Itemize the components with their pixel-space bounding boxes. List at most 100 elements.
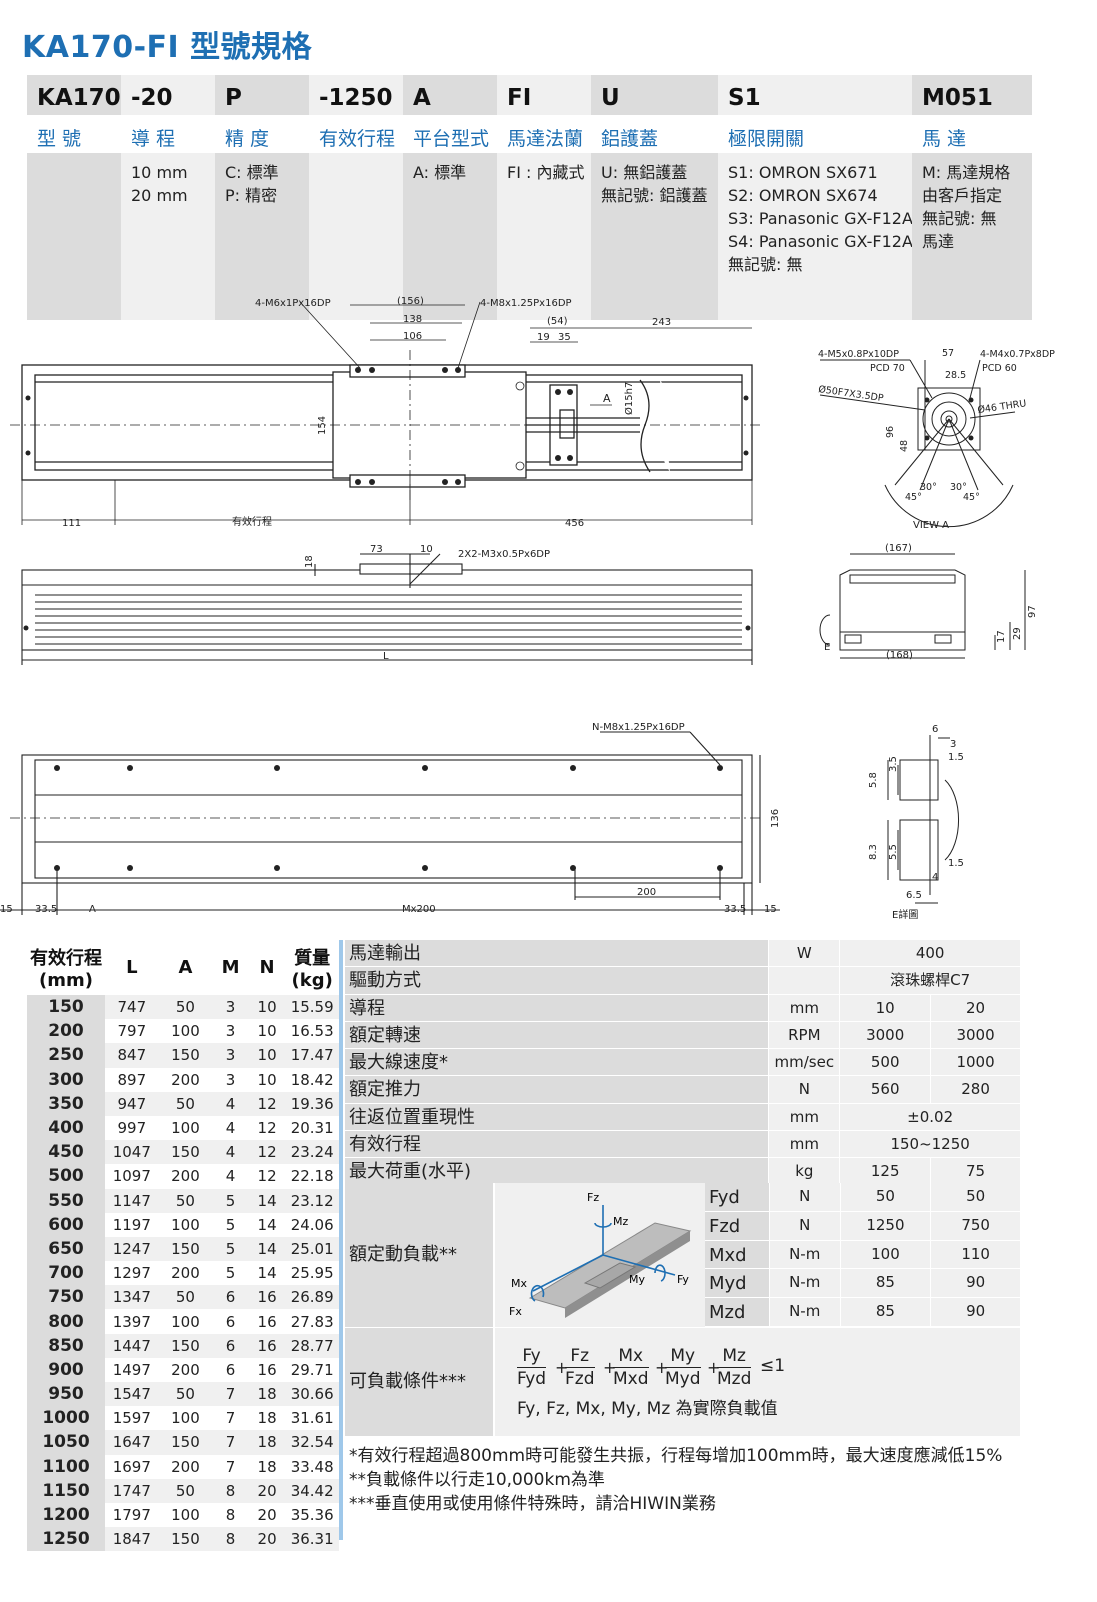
- load-row: Myd N-m 85 90: [705, 1269, 1021, 1299]
- table-cell: 4: [212, 1091, 249, 1116]
- spec-value: 110: [930, 1240, 1021, 1270]
- spec-value: 20: [930, 994, 1020, 1022]
- table-cell: 32.54: [285, 1430, 339, 1455]
- spec-value: 400: [839, 940, 1020, 968]
- dim-label: 106: [403, 331, 422, 342]
- table-cell: 200: [158, 1357, 213, 1382]
- table-cell: 1150: [27, 1478, 105, 1503]
- table-cell: 25.95: [285, 1261, 339, 1286]
- code-cell: M051: [912, 75, 1032, 115]
- table-cell: 12: [248, 1164, 286, 1189]
- bottom-view-drawing: N-M8x1.25Px16DP 136 200 15 33.5 A Mx200 …: [0, 722, 781, 915]
- code-label: 鋁護蓋: [601, 128, 659, 150]
- table-cell: 200: [158, 1454, 213, 1479]
- model-options-row: 10 mm 20 mm C: 標準 P: 精密 A: 標準 FI : 內藏式 U…: [27, 153, 1032, 320]
- table-cell: 28.77: [285, 1333, 339, 1358]
- table-cell: 1797: [105, 1502, 159, 1528]
- axis-label: Fz: [587, 1191, 599, 1204]
- table-cell: 16: [248, 1285, 286, 1310]
- code-label: 平台型式: [413, 128, 490, 150]
- table-cell: 10: [248, 1043, 286, 1068]
- table-cell: 7: [212, 1454, 249, 1479]
- table-cell: 100: [158, 1406, 213, 1431]
- table-cell: 550: [27, 1188, 105, 1213]
- spec-value: 280: [930, 1076, 1020, 1104]
- table-cell: 7: [212, 1382, 249, 1407]
- footnote: ***垂直使用或使用條件特殊時，請洽HIWIN業務: [349, 1494, 716, 1514]
- table-cell: 16: [248, 1357, 286, 1382]
- table-cell: 50: [158, 1285, 213, 1310]
- table-cell: 33.48: [285, 1454, 339, 1479]
- code-label: 導 程: [131, 128, 176, 150]
- dim-label: (167): [885, 543, 912, 554]
- spec-row: 導程 mm 10 20: [345, 994, 1020, 1022]
- table-cell: 1347: [105, 1285, 159, 1310]
- fraction: My Myd: [665, 1345, 701, 1390]
- table-cell: 31.61: [285, 1406, 339, 1431]
- spec-name: 最大荷重(水平): [345, 1158, 769, 1186]
- table-cell: 15.59: [285, 995, 339, 1020]
- detail-e-drawing: 6 3 1.5 5.8 3.5 8.3 5.5 1.5 4 6.5 E詳圖: [868, 724, 964, 921]
- table-cell: 8: [212, 1478, 249, 1503]
- model-code-table: KA170 -20 P -1250 A FI U S1 M051 型 號 導 程…: [27, 75, 1032, 320]
- table-cell: 3: [212, 1019, 249, 1044]
- table-cell: 5: [212, 1212, 249, 1237]
- table-cell: 50: [158, 1091, 213, 1116]
- dim-label: 4: [932, 872, 938, 883]
- table-cell: 950: [27, 1382, 105, 1407]
- option-text: C: 標準: [225, 163, 279, 182]
- axis-label: Fx: [509, 1305, 522, 1318]
- dim-label: 136: [770, 809, 781, 828]
- option-text: P: 精密: [225, 186, 278, 205]
- option-text: S3: Panasonic GX-F12A: [728, 209, 913, 228]
- table-cell: 947: [105, 1091, 159, 1116]
- option-text: 10 mm: [131, 163, 188, 182]
- dim-label: 154: [317, 416, 328, 435]
- option-text: 無記號: 鋁護蓋: [601, 186, 708, 205]
- table-cell: 5: [212, 1261, 249, 1286]
- dim-label: Ø50F7X3.5DP: [818, 384, 885, 404]
- spec-unit: N-m: [768, 1269, 840, 1299]
- spec-value: 50: [930, 1183, 1021, 1212]
- table-cell: 1547: [105, 1382, 159, 1407]
- table-cell: 26.89: [285, 1285, 339, 1310]
- option-text: S4: Panasonic GX-F12A-P: [728, 232, 928, 251]
- table-cell: 150: [158, 1140, 213, 1165]
- spec-unit: N: [768, 1183, 840, 1212]
- table-cell: 34.42: [285, 1478, 339, 1503]
- spec-row: 額定轉速 RPM 3000 3000: [345, 1021, 1020, 1050]
- table-cell: 200: [158, 1261, 213, 1286]
- spec-value: 100: [839, 1240, 931, 1270]
- dim-label: N-M8x1.25Px16DP: [592, 722, 685, 733]
- load-row: Fyd N 50 50: [705, 1183, 1021, 1212]
- dim-label: 4-M8x1.25Px16DP: [480, 298, 572, 309]
- dim-label: E: [824, 642, 830, 653]
- table-cell: 800: [27, 1309, 105, 1334]
- table-cell: 400: [27, 1115, 105, 1141]
- spec-row: 最大線速度* mm/sec 500 1000: [345, 1049, 1020, 1077]
- dim-label: 33.5: [724, 904, 746, 915]
- plus-sign: +: [555, 1358, 569, 1377]
- table-cell: 450: [27, 1140, 105, 1165]
- table-cell: 100: [158, 1309, 213, 1334]
- denominator: Fyd: [517, 1369, 547, 1389]
- spec-name: 馬達輸出: [345, 940, 769, 968]
- dim-label: 5.8: [868, 772, 879, 788]
- spec-name: 導程: [345, 994, 769, 1022]
- spec-name: 有效行程: [345, 1131, 769, 1159]
- spec-name: 往返位置重現性: [345, 1103, 769, 1132]
- table-cell: 12: [248, 1091, 286, 1116]
- table-cell: 1747: [105, 1478, 159, 1503]
- table-cell: 14: [248, 1212, 286, 1237]
- dim-label: 3.5: [888, 756, 899, 772]
- load-axes-diagram: Fz Mz Mx My Fy Fx: [509, 1191, 692, 1318]
- col-header-a: A: [158, 940, 213, 995]
- fraction: Fy Fyd: [517, 1345, 547, 1390]
- code-cell: A: [403, 75, 497, 115]
- view-caption: E詳圖: [892, 908, 918, 921]
- table-cell: 18: [248, 1406, 286, 1431]
- spec-value: 90: [930, 1298, 1021, 1327]
